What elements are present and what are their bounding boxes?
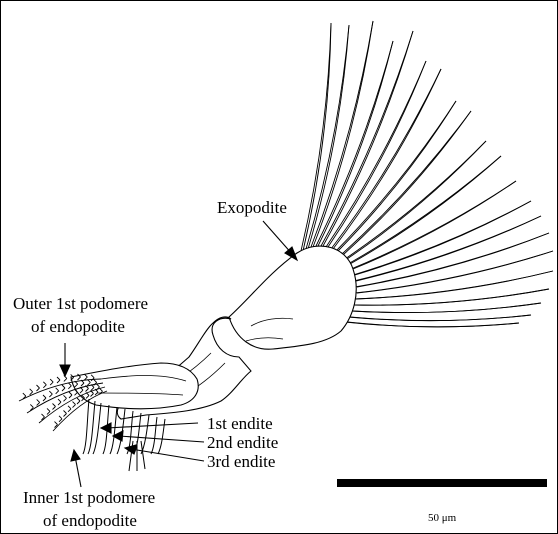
- exopodite-seta-edge: [355, 201, 531, 275]
- plume-barb: [68, 406, 71, 412]
- exopodite-seta: [351, 181, 516, 269]
- exopodite-seta: [316, 41, 393, 246]
- plume-barb: [50, 379, 53, 385]
- endite-spine: [151, 417, 157, 454]
- exopodite-seta: [341, 111, 471, 255]
- endopodite-outline: [71, 363, 198, 409]
- exopodite-seta-edge: [353, 181, 516, 269]
- first-endite-label: 1st endite: [207, 415, 273, 432]
- outer-podomere-label-line1: Outer 1st podomere: [13, 295, 148, 312]
- exopodite-seta-edge: [343, 111, 471, 255]
- exopodite-seta: [354, 216, 541, 281]
- outer-podomere-label-line2: of endopodite: [31, 318, 125, 335]
- plume-barb: [64, 411, 67, 417]
- plume-barb: [56, 388, 59, 394]
- exopodite-seta: [355, 251, 553, 293]
- plume-barb: [73, 402, 76, 408]
- plume-barb: [59, 416, 62, 422]
- exopodite-label: Exopodite: [217, 199, 287, 216]
- exopodite-seta-edge: [323, 31, 413, 246]
- exopodite-seta: [353, 201, 531, 275]
- endite-spine: [158, 419, 165, 454]
- plume-barb: [62, 385, 65, 391]
- plume-barb: [47, 408, 50, 414]
- plume-barb: [30, 389, 33, 395]
- exopodite-seta-edge: [350, 156, 501, 264]
- plume-barb: [77, 398, 80, 404]
- exopodite-seta: [301, 23, 331, 251]
- exopodite-seta: [348, 156, 501, 264]
- plume-barb: [43, 395, 46, 401]
- plume-barb: [43, 382, 46, 388]
- plume-barb: [64, 395, 67, 401]
- third-endite-bristles: [129, 441, 145, 471]
- exopodite-seta: [306, 25, 349, 249]
- exopodite-seta-edge: [308, 25, 349, 249]
- exopodite-seta: [331, 69, 441, 249]
- exopodite-outline: [229, 246, 356, 349]
- exopodite-seta: [351, 303, 541, 313]
- exopodite-seta-edge: [356, 216, 541, 281]
- plume-barb: [68, 383, 71, 389]
- inner-podomere-label-line1: Inner 1st podomere: [23, 489, 155, 506]
- exopodite-seta-edge: [356, 271, 553, 299]
- exopodite-seta-edge: [353, 303, 541, 313]
- exopodite-seta-edge: [350, 315, 531, 321]
- exopodite-seta-edge: [347, 322, 519, 327]
- exopodite-seta: [354, 271, 553, 299]
- plume-barb: [57, 377, 60, 383]
- endite-spine: [83, 399, 89, 454]
- third-endite-label: 3rd endite: [207, 453, 275, 470]
- plume-barb: [58, 399, 61, 405]
- second-endite-label: 2nd endite: [207, 434, 278, 451]
- exopodite-seta-edge: [357, 251, 553, 293]
- exopodite-seta-edge: [333, 69, 441, 249]
- inner-podomere-label-line2: of endopodite: [43, 512, 137, 529]
- plume-barb: [37, 385, 40, 391]
- plume-barb: [69, 392, 72, 398]
- endite-spine: [88, 401, 95, 454]
- scale-bar: [337, 479, 547, 487]
- scale-bar-label: 50 μm: [428, 513, 456, 524]
- plume-barb: [49, 391, 52, 397]
- plume-barb: [37, 399, 40, 405]
- plume-barb: [53, 404, 56, 410]
